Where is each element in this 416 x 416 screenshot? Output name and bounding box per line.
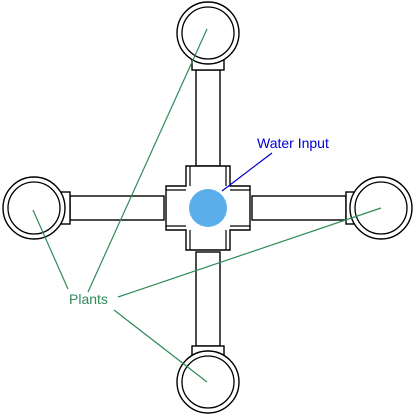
plants-leader-north xyxy=(87,28,208,293)
water-input-leader xyxy=(221,152,273,192)
pipe-north xyxy=(195,69,221,167)
water-input-label: Water Input xyxy=(257,135,329,151)
plants-leader-east xyxy=(117,207,382,298)
plant-pot-north xyxy=(176,1,240,65)
pipe-east xyxy=(251,195,347,221)
plant-pot-south xyxy=(176,350,240,414)
plant-pot-west xyxy=(2,176,66,240)
plants-leader-west xyxy=(32,209,69,290)
pipe-west xyxy=(69,195,165,221)
plants-label: Plants xyxy=(69,291,108,307)
water-input-circle xyxy=(189,189,227,227)
pipe-south xyxy=(195,251,221,347)
plants-leader-south xyxy=(113,309,208,383)
